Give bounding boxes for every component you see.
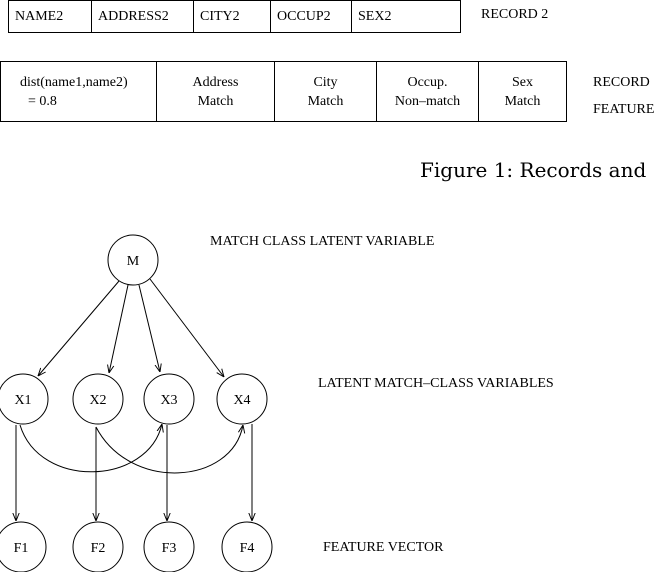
node-x4: X4 — [216, 373, 268, 425]
node-f2: F2 — [72, 521, 124, 572]
feature-vector-label: FEATURE VECTOR — [323, 540, 444, 555]
feature-cell: Sex Match — [478, 61, 567, 122]
latent-variable-diagram: M X1 X2 X3 X4 F1 F2 F3 F4 — [0, 234, 273, 572]
node-f4-label: F4 — [240, 541, 255, 556]
edge-m-x2 — [109, 284, 129, 373]
feature-cell-line2: Match — [197, 93, 234, 109]
record-side-label: RECORD — [593, 75, 650, 90]
feature-row: dist(name1,name2) = 0.8 Address Match Ci… — [0, 61, 567, 122]
dist-formula: dist(name1,name2) — [20, 74, 128, 90]
feature-cell: Address Match — [156, 61, 275, 122]
record2-cell: SEX2 — [351, 0, 461, 33]
node-x3: X3 — [143, 373, 195, 425]
node-m-label: M — [127, 254, 140, 269]
node-x1: X1 — [0, 373, 49, 425]
feature-cell-line1: Sex — [512, 74, 533, 90]
record2-label: RECORD 2 — [481, 7, 549, 22]
node-f3-label: F3 — [162, 541, 177, 556]
feature-cell: Occup. Non–match — [376, 61, 479, 122]
feature-cell-line1: City — [313, 74, 338, 90]
feature-cell-line1: Address — [192, 74, 239, 90]
record2-cell: OCCUP2 — [270, 0, 352, 33]
record2-cell: ADDRESS2 — [91, 0, 194, 33]
edge-m-x4 — [149, 278, 224, 377]
feature-table: dist(name1,name2) = 0.8 Address Match Ci… — [0, 61, 567, 122]
feature-side-label: FEATURE — [593, 102, 654, 117]
feature-cell-line2: Match — [504, 93, 541, 109]
node-x1-label: X1 — [14, 393, 31, 408]
node-f1-label: F1 — [14, 541, 29, 556]
feature-cell-line2: Non–match — [394, 93, 461, 109]
node-f4: F4 — [221, 521, 273, 572]
figure-caption: Figure 1: Records and — [420, 158, 647, 182]
node-x2: X2 — [72, 373, 124, 425]
node-x4-label: X4 — [233, 393, 250, 408]
node-m: M — [107, 234, 159, 286]
edge-m-x3 — [138, 284, 160, 372]
record2-row: NAME2 ADDRESS2 CITY2 OCCUP2 SEX2 — [8, 0, 461, 33]
node-x3-label: X3 — [160, 393, 177, 408]
match-class-label: MATCH CLASS LATENT VARIABLE — [210, 234, 435, 249]
edge-x2-x4 — [95, 425, 243, 474]
latent-variables-label: LATENT MATCH–CLASS VARIABLES — [318, 376, 554, 391]
dist-cell: dist(name1,name2) = 0.8 — [0, 61, 157, 122]
record2-cell: NAME2 — [8, 0, 92, 33]
node-f3: F3 — [143, 521, 195, 572]
feature-cell-line1: Occup. — [407, 74, 448, 90]
edge-x1-x3 — [19, 424, 162, 473]
node-x2-label: X2 — [89, 393, 106, 408]
dist-value: = 0.8 — [28, 93, 57, 109]
feature-cell-line2: Match — [307, 93, 344, 109]
edge-m-x1 — [38, 280, 120, 376]
feature-cell: City Match — [274, 61, 377, 122]
node-f1: F1 — [0, 521, 47, 572]
node-f2-label: F2 — [91, 541, 106, 556]
record2-table: NAME2 ADDRESS2 CITY2 OCCUP2 SEX2 — [8, 0, 461, 33]
